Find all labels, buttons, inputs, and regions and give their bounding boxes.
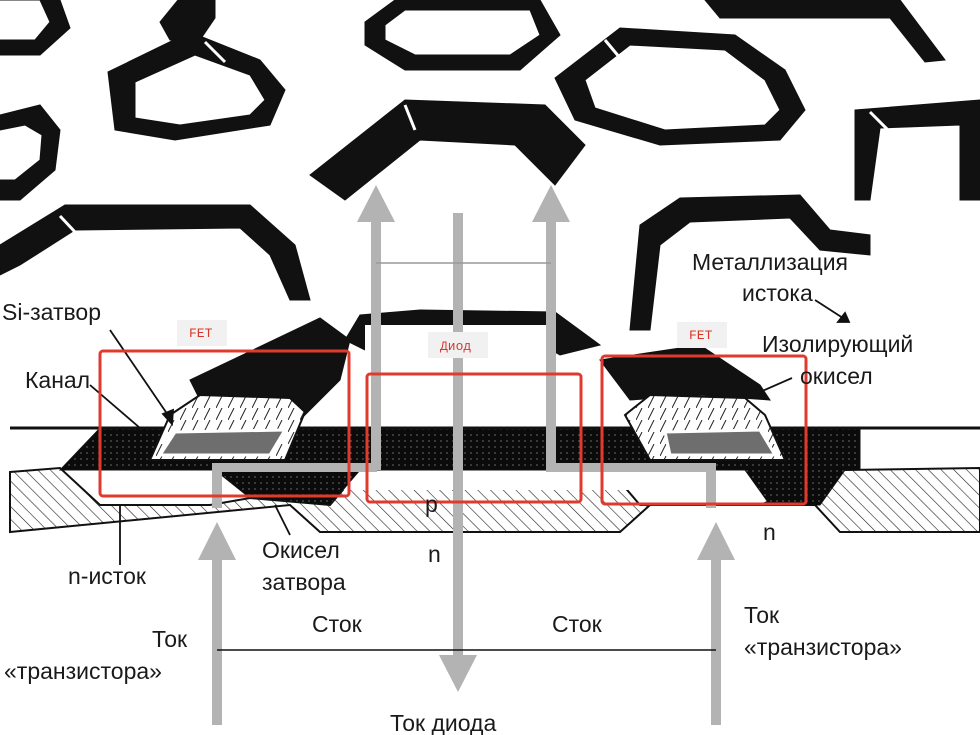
current-arrows [198, 185, 735, 725]
label-insulating-oxide-1: Изолирующий [762, 331, 913, 357]
hex-cell [854, 99, 980, 201]
label-si-gate: Si-затвор [2, 299, 101, 325]
label-n-center: n [428, 541, 441, 567]
hex-cell [584, 44, 781, 131]
label-source-metal-1: Металлизация [692, 249, 848, 275]
hex-cell [384, 9, 541, 56]
label-n-source: n-исток [68, 563, 147, 589]
label-drain-left: Сток [312, 611, 363, 637]
arrow-left-head [198, 522, 236, 560]
label-transistor-current-left-1: Ток [152, 626, 188, 652]
highlight-boxes [98, 349, 808, 506]
pointer-lines [89, 299, 851, 565]
arrow-right-shaft [711, 555, 721, 725]
diode-box [365, 372, 583, 504]
gate-top-block [599, 344, 771, 401]
hex-cell [704, 0, 946, 63]
label-gate-oxide-1: Окисел [262, 537, 340, 563]
label-source-metal-2: истока [742, 280, 813, 306]
label-gate-oxide-2: затвора [262, 569, 346, 595]
gate-left-core [157, 428, 288, 457]
tag-diode: Диод [440, 339, 471, 354]
hex-cell [0, 0, 71, 56]
label-channel: Канал [25, 367, 90, 393]
label-n-right: n [763, 519, 776, 545]
arrow-right-head [697, 522, 735, 560]
fet-right-box [600, 354, 808, 506]
arrow-up-right-shaft [546, 210, 556, 472]
arrow-left-shaft [212, 555, 222, 725]
tag-fet-right: FET [689, 328, 713, 343]
annotation-tags: FET Диод FET [177, 320, 727, 358]
hex-cell [0, 204, 311, 301]
gate-right [623, 393, 787, 461]
hexagon-cells [0, 0, 980, 421]
labels: Si-затвор Канал n-исток Окисел затвора p… [2, 249, 913, 735]
arrow-up-left-shaft [371, 210, 381, 470]
label-p-region: p [425, 491, 438, 517]
arrow-diode-head [439, 655, 477, 692]
label-transistor-current-right-1: Ток [744, 602, 780, 628]
tag-fet-left: FET [189, 326, 213, 341]
label-insulating-oxide-2: окисел [800, 363, 873, 389]
arrow-up-right-head [532, 185, 570, 222]
hex-cell [134, 54, 266, 126]
label-transistor-current-left-2: «транзистора» [4, 658, 162, 684]
hex-cell [0, 104, 61, 201]
label-drain-right: Сток [552, 611, 603, 637]
arrow-up-left-head [357, 185, 395, 222]
gate-left [148, 393, 307, 461]
gate-right-core [663, 428, 778, 457]
label-transistor-current-right-2: «транзистора» [744, 634, 902, 660]
hex-cell [629, 194, 871, 331]
label-diode-current: Ток диода [390, 710, 496, 735]
arrow-diode-shaft [453, 213, 463, 663]
fet-left-box [98, 349, 351, 498]
hex-cell [309, 99, 586, 201]
